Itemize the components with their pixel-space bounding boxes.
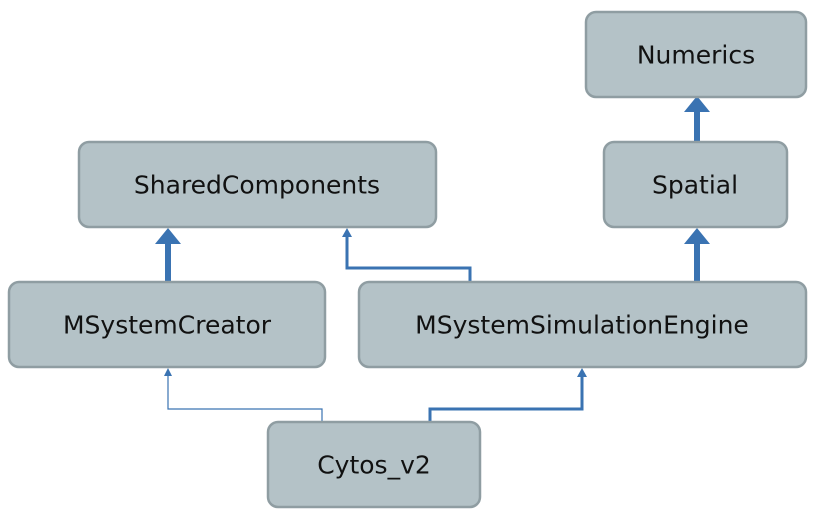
node-msystem-simulation-engine-box	[357, 280, 808, 369]
node-numerics[interactable]: Numerics	[584, 10, 808, 99]
edge-msystemsimulationengine-to-sharedcomponents	[342, 228, 472, 281]
edge-cytosv2-to-msystemcreator	[164, 368, 323, 422]
node-cytos-v2-label: Cytos_v2	[317, 451, 431, 480]
node-spatial-box	[602, 140, 789, 229]
node-cytos-v2[interactable]: Cytos_v2	[266, 420, 482, 509]
node-spatial-label: Spatial	[652, 171, 738, 200]
node-msystem-simulation-engine-label: MSystemSimulationEngine	[415, 311, 749, 340]
node-msystem-creator-box	[7, 280, 327, 369]
edge-msystemcreator-to-sharedcomponents	[155, 228, 181, 281]
node-msystem-creator-label: MSystemCreator	[63, 311, 272, 340]
node-cytos-v2-box	[266, 420, 482, 509]
node-numerics-label: Numerics	[637, 41, 755, 70]
edge-msystemsimulationengine-to-spatial	[684, 228, 710, 281]
edge-cytosv2-to-msystemsimulationengine	[428, 368, 587, 422]
node-msystem-simulation-engine[interactable]: MSystemSimulationEngine	[357, 280, 808, 369]
node-numerics-box	[584, 10, 808, 99]
node-shared-components-box	[77, 140, 438, 229]
edge-spatial-to-numerics	[684, 96, 710, 142]
node-shared-components[interactable]: SharedComponents	[77, 140, 438, 229]
node-spatial[interactable]: Spatial	[602, 140, 789, 229]
node-msystem-creator[interactable]: MSystemCreator	[7, 280, 327, 369]
node-shared-components-label: SharedComponents	[134, 171, 380, 200]
